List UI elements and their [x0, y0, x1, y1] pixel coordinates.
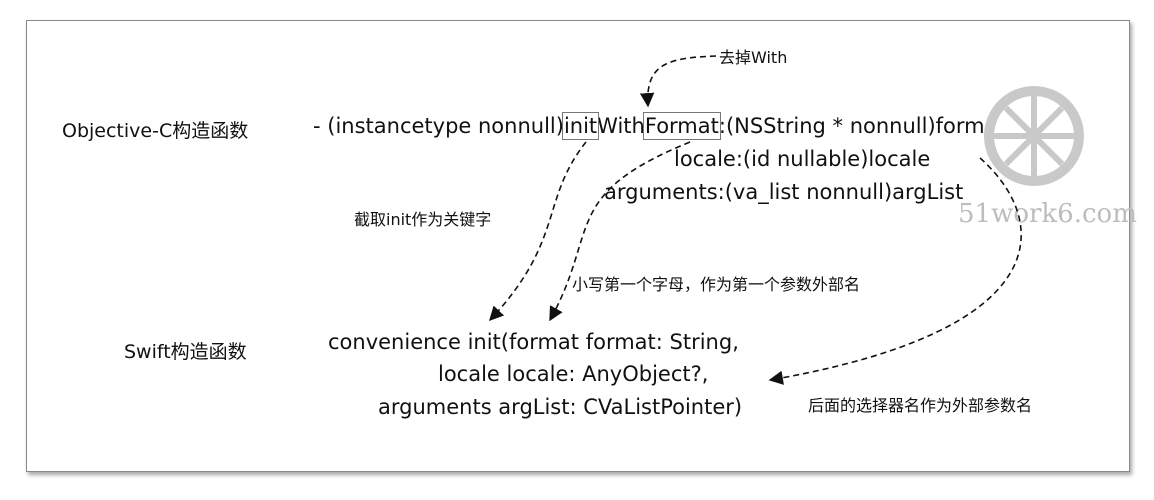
watermark-logo-icon [984, 86, 1084, 186]
objc-signature-line3: arguments:(va_list nonnull)argList [604, 180, 964, 204]
objc-format-word: Format [642, 112, 721, 140]
annotation-lowercase-first: 小写第一个字母，作为第一个参数外部名 [572, 275, 861, 294]
annotation-remove-with: 去掉With [719, 48, 788, 67]
arrow-selector-names [768, 157, 1022, 385]
arrow-remove-with [639, 55, 717, 108]
objc-signature-line2: locale:(id nullable)locale [674, 147, 931, 171]
swift-signature-line2: locale locale: AnyObject?, [438, 362, 709, 386]
diagram-frame [26, 20, 1130, 472]
annotation-selector-names: 后面的选择器名作为外部参数名 [808, 396, 1033, 415]
objc-format-param: :(NSString * nonnull)format [718, 114, 1006, 138]
objc-prefix: - (instancetype nonnull) [313, 114, 564, 138]
annotation-take-init: 截取init作为关键字 [354, 210, 492, 229]
watermark-text: 51work6.com [958, 199, 1137, 229]
swift-signature-line1: convenience init(format format: String, [328, 330, 739, 354]
objc-init-keyword: init [561, 112, 600, 140]
objc-signature-line1: - (instancetype nonnull)initWithFormat:(… [313, 112, 1006, 140]
arrow-init-keyword [489, 141, 587, 322]
swift-constructor-label: Swift构造函数 [124, 341, 247, 363]
swift-signature-line3: arguments argList: CVaListPointer) [378, 395, 743, 419]
arrow-format-lowercase [549, 141, 691, 322]
objc-with-word: With [597, 114, 645, 138]
objc-constructor-label: Objective-C构造函数 [62, 120, 249, 142]
